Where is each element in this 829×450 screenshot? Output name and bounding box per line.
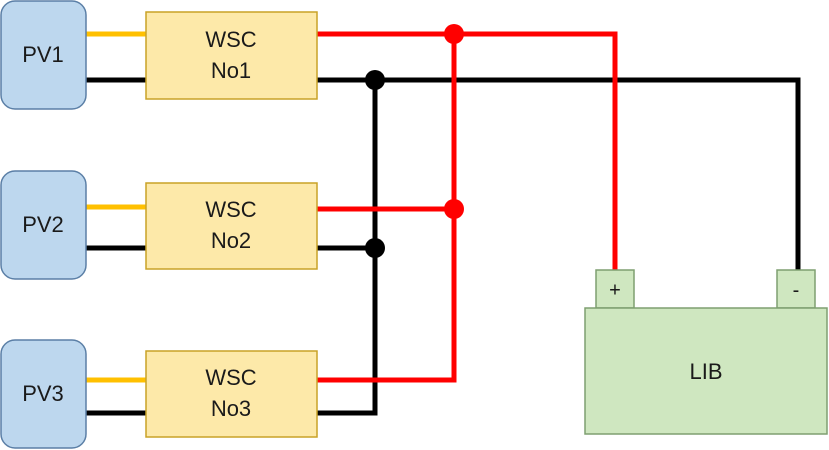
wsc-label-line1: WSC (205, 365, 256, 390)
battery-lib: + - LIB (584, 269, 828, 435)
pv-panel-1: PV1 (0, 0, 87, 110)
pv-panel-2: PV2 (0, 170, 87, 280)
battery-label: LIB (689, 359, 722, 384)
wsc-label-line1: WSC (205, 197, 256, 222)
battery-negative-terminal (776, 269, 816, 309)
junction-negative-2 (365, 238, 385, 258)
battery-positive-label: + (609, 279, 621, 301)
pv-panel-label: PV1 (22, 42, 64, 67)
wsc-label-line2: No1 (211, 58, 251, 83)
battery-negative-label: - (793, 279, 800, 301)
wire-negative-vertical (317, 80, 378, 416)
battery-body (584, 307, 828, 435)
wsc-controller-1: WSC No1 (145, 11, 318, 100)
wire-positive-bus (317, 31, 618, 282)
wsc-controller-3: WSC No3 (145, 350, 318, 438)
junction-negative-1 (365, 70, 385, 90)
wsc-controller-2: WSC No2 (145, 182, 318, 270)
pv-panel-label: PV2 (22, 212, 64, 237)
wsc-label-line1: WSC (205, 27, 256, 52)
wsc-label-line2: No3 (211, 396, 251, 421)
junction-positive-1 (444, 24, 464, 44)
pv-panel-3: PV3 (0, 339, 87, 449)
wire-negative-bus (317, 77, 801, 282)
battery-positive-terminal (595, 269, 635, 309)
pv-panel-label: PV3 (22, 381, 64, 406)
wire-positive-vertical (317, 34, 457, 383)
wsc-label-line2: No2 (211, 228, 251, 253)
junction-positive-2 (444, 199, 464, 219)
